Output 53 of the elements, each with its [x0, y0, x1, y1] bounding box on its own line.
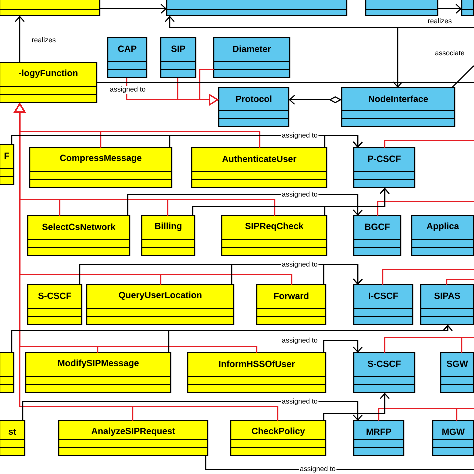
class-box: InformHSSOfUser: [187, 352, 327, 394]
class-box: [166, 0, 348, 17]
class-box: BGCF: [353, 215, 402, 257]
connector-line: [456, 408, 474, 421]
class-box: ModifySIPMessage: [25, 352, 172, 394]
class-box: QueryUserLocation: [86, 284, 235, 326]
class-box: S-CSCF: [353, 352, 416, 394]
class-box: SelectCsNetwork: [27, 215, 131, 257]
class-box: S-CSCF: [27, 284, 83, 326]
class-box: st: [0, 420, 26, 457]
class-box: Forward: [256, 284, 327, 326]
connector-line: [446, 279, 474, 285]
class-box: MRFP: [353, 420, 405, 457]
connector-line: [461, 337, 474, 353]
connector-line: [384, 140, 474, 148]
arrow: [393, 27, 474, 88]
class-box: Billing: [141, 215, 196, 257]
arrow: [323, 340, 363, 353]
class-box: NodeInterface: [341, 87, 456, 128]
class-box: Protocol: [218, 87, 290, 128]
class-box: I-CSCF: [353, 284, 414, 326]
arrow: [168, 325, 453, 353]
class-box: CompressMessage: [29, 147, 173, 189]
arrow: [323, 393, 390, 421]
class-box: [365, 0, 439, 17]
class-box: Applica: [411, 215, 474, 257]
class-box: SIP: [160, 37, 197, 79]
class-box: SGW: [440, 352, 474, 394]
arrow: [22, 401, 363, 421]
class-box: Diameter: [213, 37, 291, 79]
connector-line: [452, 66, 474, 88]
arrow: [100, 4, 167, 14]
class-box: [461, 0, 474, 17]
connector-line: [97, 82, 474, 84]
class-box: SIPAS: [420, 284, 474, 326]
class-box: [0, 352, 15, 394]
class-box: P-CSCF: [353, 147, 416, 189]
arrow: [323, 264, 363, 285]
class-box: MGW: [432, 420, 474, 457]
connector-line: [382, 269, 474, 285]
arrow: [15, 16, 25, 63]
class-box: -logyFunction: [0, 62, 98, 104]
class-box: AuthenticateUser: [191, 147, 328, 189]
class-box: CheckPolicy: [230, 420, 327, 457]
arrow: [438, 4, 462, 14]
class-box: [0, 0, 101, 17]
arrow: [324, 135, 363, 148]
class-box: CAP: [107, 37, 148, 79]
class-box: F: [0, 144, 15, 186]
connector-line: [377, 201, 474, 216]
class-box: AnalyzeSIPRequest: [58, 420, 209, 457]
arrow: [324, 188, 390, 216]
class-box: SIPReqCheck: [221, 215, 328, 257]
